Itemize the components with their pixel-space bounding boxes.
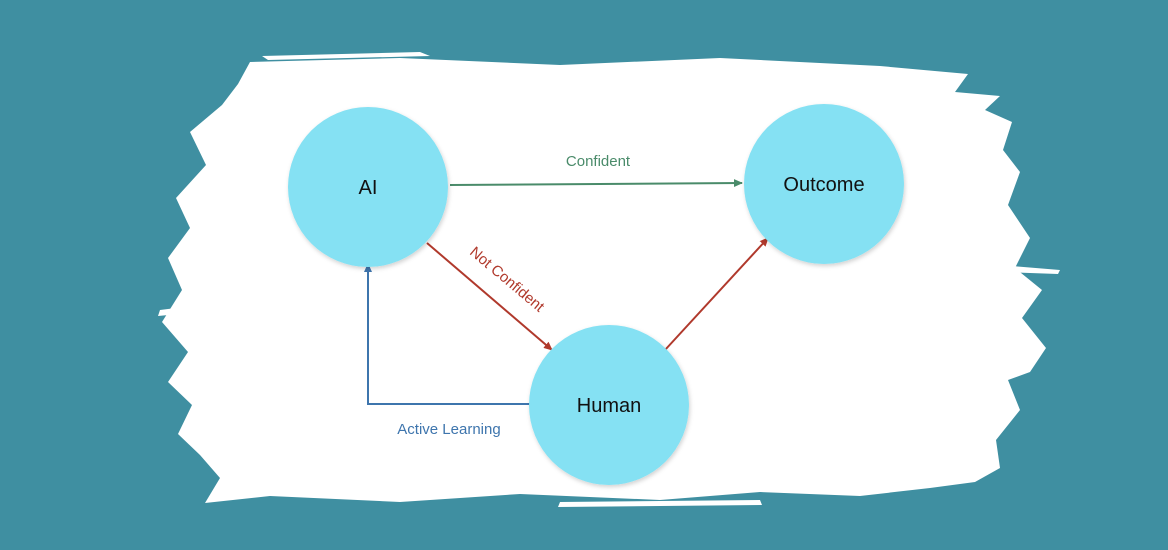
node-outcome-label: Outcome <box>783 174 864 196</box>
edge-label-active-learning: Active Learning <box>397 421 500 438</box>
node-human-label: Human <box>577 395 641 417</box>
brush-streak-right <box>1000 265 1060 274</box>
node-outcome: Outcome <box>744 104 904 264</box>
edge-human-outcome-arrow <box>664 237 769 351</box>
node-ai-circle <box>288 107 448 267</box>
edge-active-learning-arrow <box>364 263 530 405</box>
node-ai: AI <box>288 107 448 267</box>
edge-label-confident: Confident <box>566 153 631 170</box>
node-human: Human <box>529 325 689 485</box>
node-ai-label: AI <box>359 177 378 199</box>
brush-streak-left <box>158 305 200 316</box>
edge-not-confident-arrow <box>426 242 553 351</box>
node-human-circle <box>529 325 689 485</box>
brush-streak-bottom <box>558 500 762 507</box>
edge-confident-arrow <box>449 179 743 188</box>
node-outcome-circle <box>744 104 904 264</box>
brush-streak-top <box>262 52 430 60</box>
